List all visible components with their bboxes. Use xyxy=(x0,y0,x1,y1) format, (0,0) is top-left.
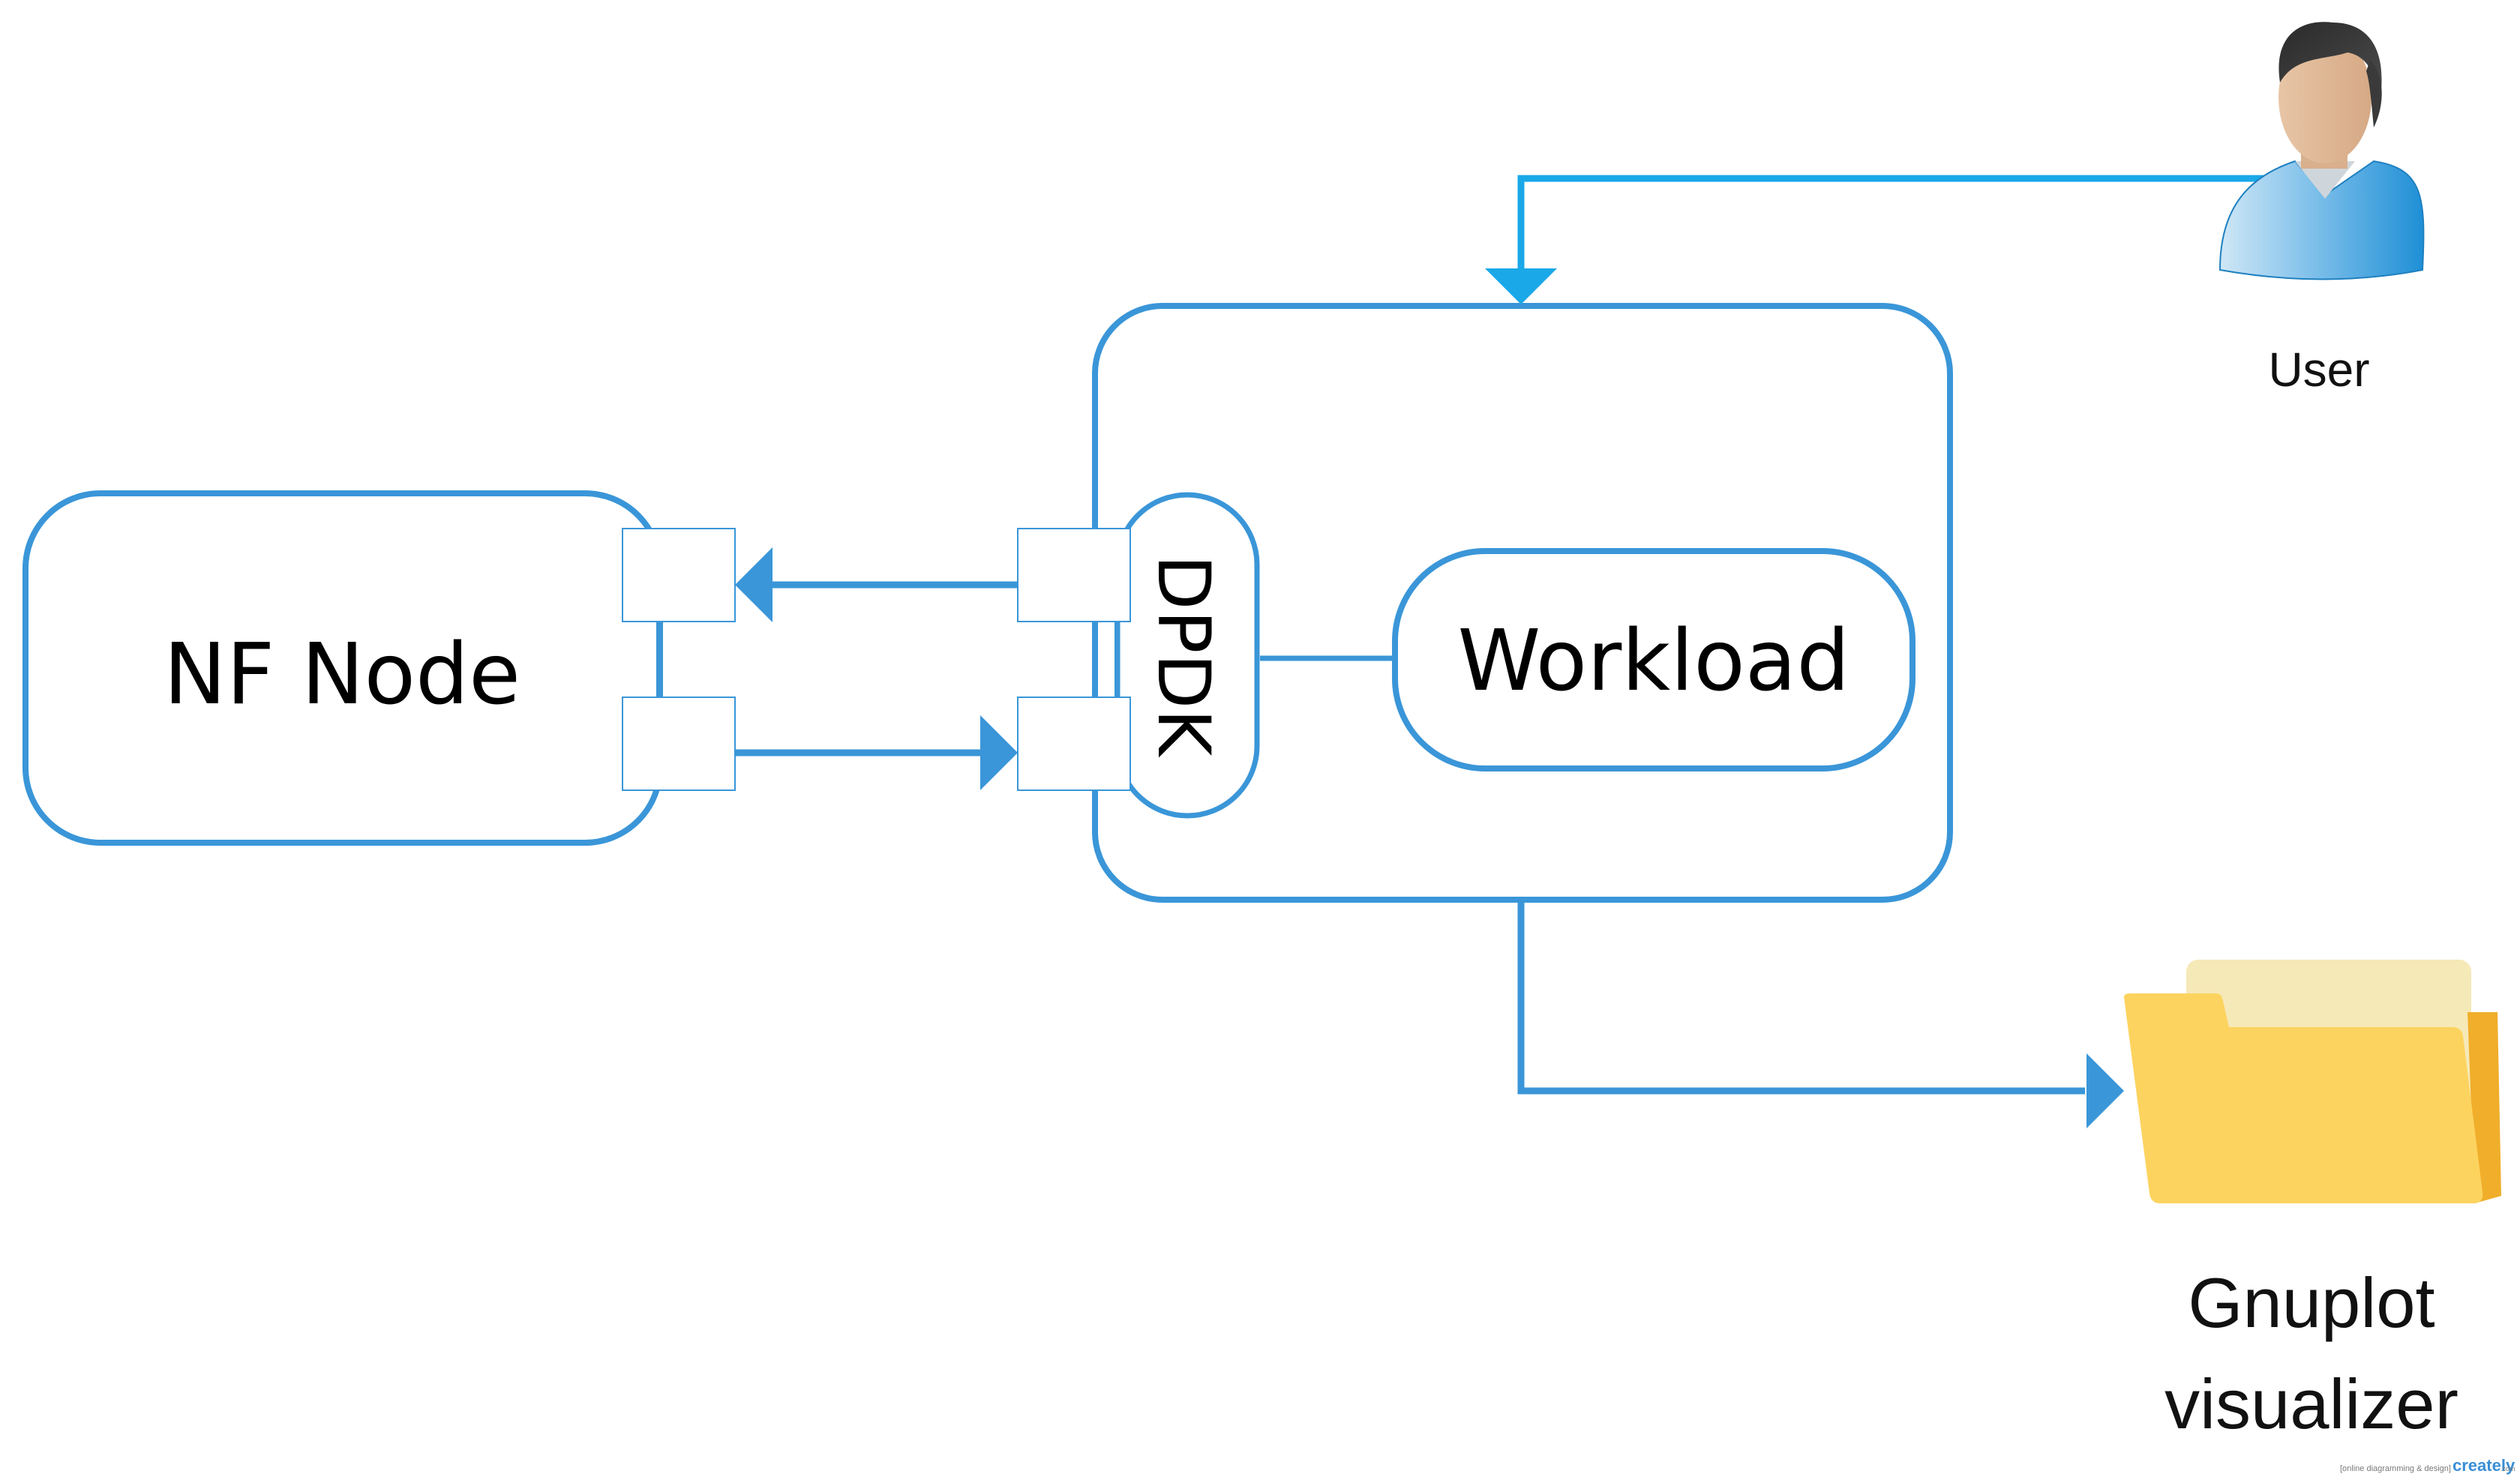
folder-icon xyxy=(2124,960,2501,1203)
watermark-brand: creately xyxy=(2452,1456,2516,1475)
watermark-tagline: [online diagramming & design] xyxy=(2340,1464,2451,1473)
dpdk-label: DPDK xyxy=(1142,555,1226,758)
nf-port-bottom[interactable] xyxy=(622,697,736,791)
watermark-suffix: .com xyxy=(2500,1465,2516,1473)
user-icon xyxy=(2218,22,2425,280)
dpdk-node[interactable]: DPDK xyxy=(1114,492,1260,819)
arrow-user-to-host xyxy=(1485,175,2265,304)
workload-label: Workload xyxy=(1458,613,1850,710)
watermark: [online diagramming & design] creately .… xyxy=(2340,1456,2516,1475)
visualizer-label-line-2: visualizer xyxy=(2164,1365,2458,1443)
arrow-dpdk-to-nf xyxy=(735,547,1018,622)
nf-node-label: NF Node xyxy=(164,626,520,724)
workload-node[interactable]: Workload xyxy=(1392,548,1916,771)
visualizer-label-line-1: Gnuplot xyxy=(2188,1263,2434,1342)
arrow-host-to-visualizer xyxy=(1517,902,2124,1128)
dpdk-port-bottom[interactable] xyxy=(1017,697,1131,791)
dpdk-port-top[interactable] xyxy=(1017,528,1131,622)
nf-port-top[interactable] xyxy=(622,528,736,622)
arrow-nf-to-dpdk xyxy=(735,715,1018,790)
user-label: User xyxy=(2268,343,2369,397)
nf-node[interactable]: NF Node xyxy=(22,490,663,846)
